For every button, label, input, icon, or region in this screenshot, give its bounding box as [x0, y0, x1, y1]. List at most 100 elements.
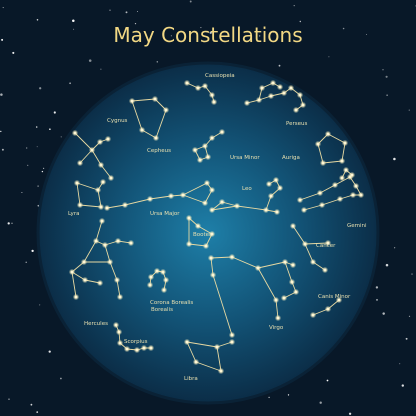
constellation-star	[220, 130, 224, 134]
constellation-star	[291, 263, 295, 267]
background-star	[109, 9, 111, 11]
constellation-star	[101, 180, 105, 184]
constellation-star	[115, 278, 119, 282]
constellation-star	[196, 224, 200, 228]
constellation-star	[209, 256, 213, 260]
constellation-star	[326, 241, 330, 245]
constellation-star	[149, 346, 153, 350]
background-star	[134, 22, 137, 25]
constellation-star	[117, 330, 121, 334]
constellation-star	[301, 103, 305, 107]
constellation-star	[321, 161, 325, 165]
background-star	[272, 31, 275, 33]
constellation-star	[185, 81, 189, 85]
background-star	[293, 4, 295, 7]
constellation-star	[98, 140, 102, 144]
constellation-star	[343, 141, 347, 145]
background-star	[88, 59, 92, 62]
constellation-star	[109, 176, 113, 180]
background-star	[39, 87, 42, 90]
constellation-star	[99, 205, 103, 209]
background-star	[200, 27, 202, 29]
constellation-label: Lyra	[68, 211, 79, 217]
constellation-star	[320, 203, 324, 207]
constellation-star	[210, 208, 214, 212]
background-star	[268, 396, 270, 399]
constellation-star	[282, 91, 286, 95]
background-star	[73, 28, 75, 30]
constellation-star	[220, 200, 224, 204]
constellation-star	[256, 266, 260, 270]
background-star	[100, 68, 102, 70]
constellation-star	[298, 93, 302, 97]
background-star	[170, 35, 172, 37]
constellation-star	[187, 242, 191, 246]
background-star	[258, 35, 261, 37]
constellation-star	[303, 242, 307, 246]
constellation-star	[351, 193, 355, 197]
constellation-star	[193, 148, 197, 152]
constellation-star	[354, 184, 358, 188]
background-star	[342, 27, 345, 30]
constellation-star	[344, 168, 348, 172]
background-star	[393, 157, 396, 161]
background-star	[401, 384, 404, 387]
constellation-label: Ursa Major	[150, 211, 180, 217]
constellation-star	[73, 131, 77, 135]
constellation-star	[230, 340, 234, 344]
constellation-star	[245, 101, 249, 105]
constellation-label: Cepheus	[147, 148, 171, 154]
constellation-label: Auriga	[282, 155, 300, 161]
constellation-star	[333, 183, 337, 187]
background-star	[2, 7, 4, 9]
constellation-stars	[68, 79, 365, 375]
constellation-star	[283, 260, 287, 264]
background-star	[7, 222, 10, 225]
constellation-label: Hercules	[84, 321, 108, 327]
background-star	[376, 299, 378, 301]
constellation-star	[210, 93, 214, 97]
constellation-star	[75, 181, 79, 185]
constellation-star	[125, 347, 129, 351]
background-star	[209, 31, 212, 34]
constellation-star	[99, 163, 103, 167]
background-star	[278, 64, 281, 67]
background-star	[53, 111, 56, 114]
constellation-star	[130, 99, 134, 103]
constellation-star	[123, 203, 127, 207]
constellation-label: Cygnus	[107, 118, 128, 124]
background-star	[36, 411, 39, 413]
constellation-star	[204, 244, 208, 248]
background-star	[319, 401, 322, 404]
background-star	[60, 136, 62, 138]
constellation-label: Virgo	[269, 325, 284, 331]
background-star	[382, 312, 385, 315]
constellation-star	[278, 85, 282, 89]
background-star	[348, 412, 352, 415]
constellation-cepheus: Cepheus	[131, 98, 171, 154]
constellation-star	[276, 316, 280, 320]
constellation-star	[326, 132, 330, 136]
background-star	[125, 11, 128, 14]
background-star	[31, 249, 34, 253]
constellation-star	[291, 224, 295, 228]
constellation-star	[114, 323, 118, 327]
constellation-star	[78, 161, 82, 165]
constellation-label: Perseus	[286, 121, 308, 127]
constellation-star	[106, 137, 110, 141]
constellation-star	[148, 283, 152, 287]
constellation-star	[83, 278, 87, 282]
background-star	[8, 398, 10, 401]
constellation-star	[219, 369, 223, 373]
constellation-star	[230, 333, 234, 337]
constellation-star	[316, 142, 320, 146]
constellation-star	[203, 201, 207, 205]
constellation-star	[294, 290, 298, 294]
constellation-star	[135, 348, 139, 352]
constellation-star	[203, 84, 207, 88]
background-star	[385, 75, 388, 78]
constellation-star	[278, 186, 282, 190]
constellation-star	[269, 194, 273, 198]
constellation-star	[78, 203, 82, 207]
